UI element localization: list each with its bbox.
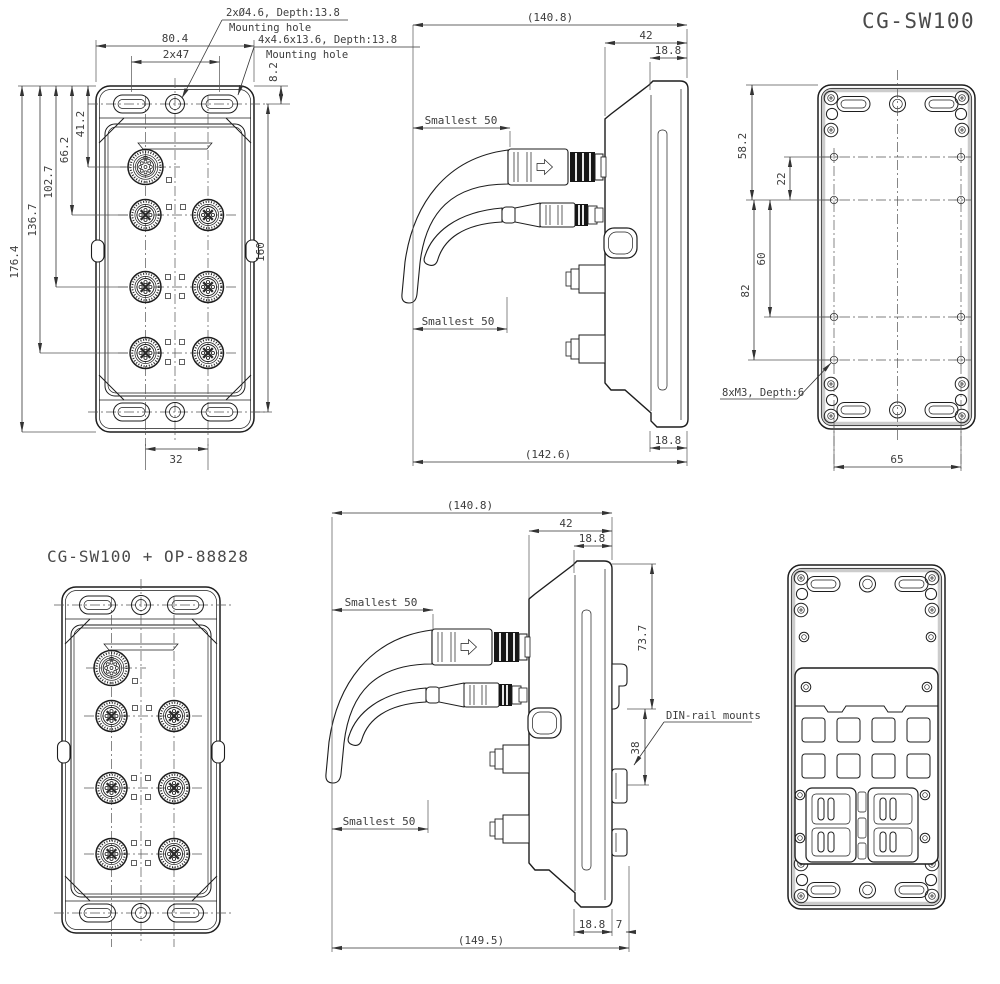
- dim-cable-bend-lower: Smallest 50: [422, 315, 495, 328]
- dim-hole-width: 65: [890, 453, 903, 466]
- dim-overall-depth-bottom: (142.6): [525, 448, 571, 461]
- dim-cable-bend-lower-din: Smallest 50: [343, 815, 416, 828]
- dim-row2: 66.2: [58, 137, 71, 164]
- dim-overall-depth-din: (149.5): [458, 934, 504, 947]
- dim-cable-bend-upper: Smallest 50: [425, 114, 498, 127]
- side-view-din-mount: (140.8) 42 18.8 Smallest 50 Smallest 50 …: [324, 499, 761, 952]
- dim-clip-depth: 7: [616, 918, 623, 931]
- dim-hole-span: 160: [254, 242, 267, 262]
- front-view: 80.4 2x47 8.2 160 41.2 66.2 102.7 136.7 …: [8, 7, 420, 470]
- dim-row3: 102.7: [42, 165, 55, 198]
- dim-clip-pitch: 38: [629, 741, 642, 754]
- dim-plate-height: 73.7: [636, 625, 649, 652]
- front-view-din-option: CG-SW100 + OP-88828: [47, 547, 249, 947]
- side-view-wall-mount: (140.8) 42 18.8 Smallest 50 Smallest 50 …: [400, 11, 689, 466]
- rear-view-din-adapter: [788, 565, 945, 909]
- combo-title: CG-SW100 + OP-88828: [47, 547, 249, 566]
- dim-overall-width: 80.4: [162, 32, 189, 45]
- callout-slot-hole-size: 4x4.6x13.6, Depth:13.8: [258, 34, 397, 46]
- callout-din-rail: DIN-rail mounts: [666, 710, 761, 722]
- dim-rear-step-din: 18.8: [579, 532, 606, 545]
- dim-overall-depth-top: (140.8): [527, 11, 573, 24]
- model-title: CG-SW100: [862, 9, 975, 33]
- callout-round-hole-size: 2xØ4.6, Depth:13.8: [226, 7, 340, 19]
- dim-rear-step: 18.8: [655, 44, 682, 57]
- dim-column-pitch: 32: [169, 453, 182, 466]
- callout-slot-hole-label: Mounting hole: [266, 49, 348, 61]
- dim-row2-row4: 82: [739, 284, 752, 297]
- dim-top-hole-offset: 8.2: [267, 62, 280, 82]
- dim-slot-pitch: 2x47: [163, 48, 190, 61]
- dim-row1: 41.2: [74, 111, 87, 138]
- dim-body-depth: 42: [639, 29, 652, 42]
- dim-row4: 136.7: [26, 203, 39, 236]
- dim-top-to-row2: 58.2: [736, 133, 749, 160]
- dim-cable-bend-upper-din: Smallest 50: [345, 596, 418, 609]
- dim-row1-row2: 22: [775, 172, 788, 185]
- rear-view: 58.2 22 60 82 65 8xM3, Depth:6 CG-SW100: [720, 9, 975, 471]
- callout-round-hole-label: Mounting hole: [229, 22, 311, 34]
- callout-back-thread: 8xM3, Depth:6: [722, 387, 804, 399]
- dim-overall-depth-top-din: (140.8): [447, 499, 493, 512]
- dim-overall-height: 176.4: [8, 245, 21, 278]
- dim-body-depth-din: 42: [559, 517, 572, 530]
- dim-rear-step-bottom: 18.8: [655, 434, 682, 447]
- dim-rear-step-bottom-din: 18.8: [579, 918, 606, 931]
- dim-row2-row3: 60: [755, 252, 768, 265]
